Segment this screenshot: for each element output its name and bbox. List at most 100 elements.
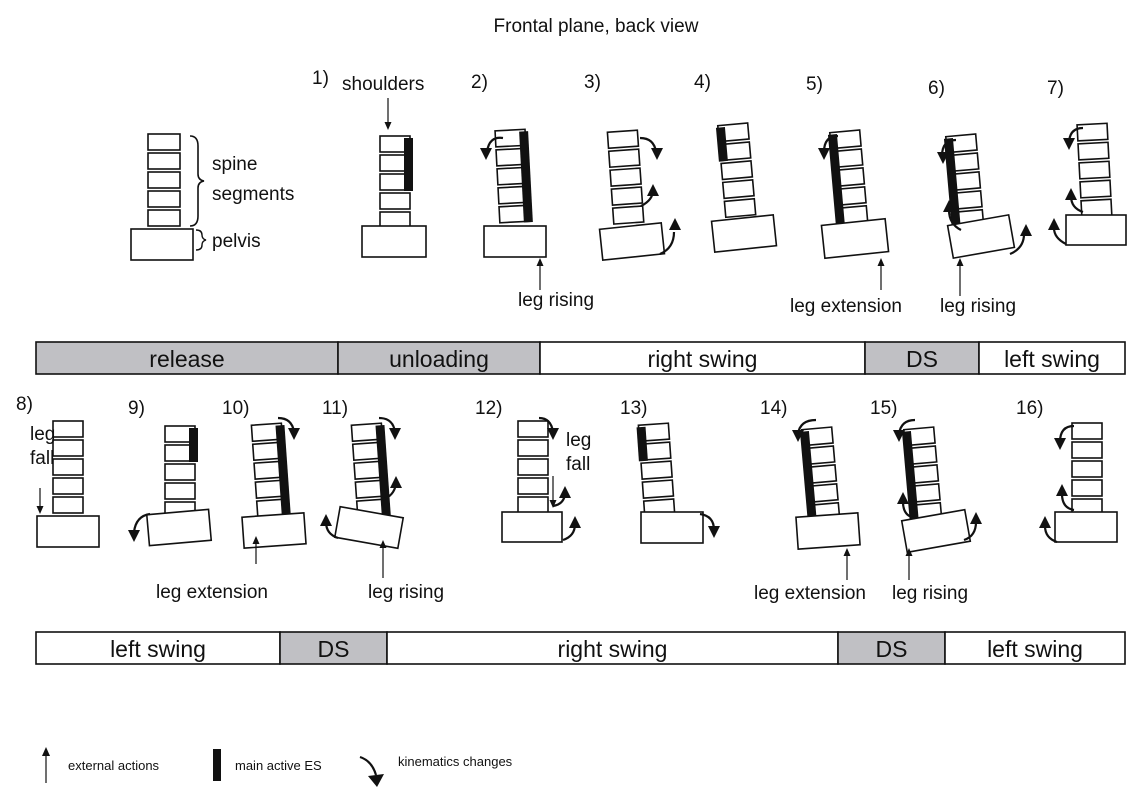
kinematics-arrow: [1009, 233, 1026, 256]
phase-label: DS: [876, 636, 908, 662]
figure-note: leg: [566, 430, 591, 451]
phase-cell: [386, 631, 839, 665]
active-es-bar: [189, 428, 198, 462]
legend-kinematics-arrowhead: [368, 774, 384, 787]
phase-cell: [944, 631, 1126, 665]
spine-label-line2: segments: [212, 184, 294, 205]
spine-segment: [723, 197, 757, 219]
kinematics-arrowhead: [897, 492, 909, 504]
active-es-bar: [901, 431, 919, 523]
schema-segment: [147, 190, 181, 208]
figure-number: 3): [584, 72, 601, 93]
phase-label: release: [149, 346, 224, 372]
kinematics-arrowhead: [893, 430, 905, 442]
spine-segment: [606, 129, 640, 150]
external-action-arrowhead: [379, 540, 387, 548]
figure: 11)leg rising: [320, 398, 444, 603]
kinematics-arrowhead: [389, 428, 401, 440]
kinematics-arrowhead: [1056, 484, 1068, 496]
legend-external-text: external actions: [68, 758, 160, 773]
active-es-bar: [799, 431, 817, 523]
kinematics-arrowhead: [943, 200, 955, 212]
kinematics-arrowhead: [1039, 516, 1051, 528]
kinematics-arrowhead: [569, 516, 581, 528]
pelvis-label: pelvis: [212, 231, 261, 252]
phase-cell: [864, 341, 980, 375]
kinematics-arrow: [1052, 227, 1067, 245]
kinematics-arrowhead: [651, 148, 663, 160]
pelvis: [1054, 511, 1118, 543]
kinematics-arrow: [963, 521, 978, 542]
spine: [350, 422, 391, 518]
external-action-arrowhead: [549, 500, 557, 508]
schema-spine: spine segments pelvis: [130, 133, 294, 261]
spine-segment: [1071, 460, 1103, 478]
figure-number: 9): [128, 398, 145, 419]
spine-segment: [1071, 479, 1103, 497]
schema-segment: [147, 171, 181, 189]
phase-label: right swing: [558, 636, 668, 662]
figure-note: leg extension: [156, 582, 268, 603]
kinematics-arrowhead: [1065, 188, 1077, 200]
spine-segment: [379, 192, 411, 210]
spine-segment: [641, 479, 675, 499]
legend-kinematics-text: kinematics changes: [398, 754, 513, 769]
kinematics-arrowhead: [1020, 224, 1032, 236]
figure: 5)leg extension: [790, 74, 902, 317]
figure: 7): [1047, 78, 1127, 246]
figure-note: leg rising: [892, 583, 968, 604]
spine-segment: [517, 420, 549, 438]
diagram-title: Frontal plane, back view: [494, 16, 699, 37]
pelvis: [598, 221, 666, 262]
legend-es-bar: [213, 749, 221, 781]
figure-note: leg rising: [518, 290, 594, 311]
figure-number: 13): [620, 398, 647, 419]
pelvis: [145, 508, 213, 547]
figure-note: leg extension: [754, 583, 866, 604]
external-action-arrowhead: [956, 258, 964, 266]
pelvis-brace: [195, 229, 207, 251]
external-action-arrowhead: [905, 548, 913, 556]
spine-segment: [609, 167, 642, 188]
figure-number: 14): [760, 398, 787, 419]
spine: [799, 426, 841, 523]
figure-number: 15): [870, 398, 897, 419]
pelvis: [361, 225, 427, 258]
figure-number: 5): [806, 74, 823, 95]
legend-external-arrowhead: [42, 747, 50, 756]
spine: [827, 129, 869, 226]
spine-segment: [517, 439, 549, 457]
kinematics-arrowhead: [1054, 438, 1066, 450]
spine-segment: [1078, 160, 1111, 180]
figure-number: 12): [475, 398, 502, 419]
pelvis: [946, 213, 1016, 260]
pelvis: [640, 511, 704, 544]
external-action-arrowhead: [877, 258, 885, 266]
spine-segment: [1071, 441, 1103, 459]
figure: 14) leg extension: [754, 398, 866, 604]
kinematics-arrow: [901, 501, 916, 520]
spine-segment: [52, 496, 84, 514]
phase-label: left swing: [110, 636, 206, 662]
figure-note: leg rising: [940, 296, 1016, 317]
figure: 1)shoulders: [312, 68, 427, 258]
figure-note: leg rising: [368, 582, 444, 603]
kinematics-arrowhead: [647, 184, 659, 196]
phase-label: right swing: [648, 346, 758, 372]
phase-label: left swing: [987, 636, 1083, 662]
kinematics-arrowhead: [1048, 218, 1060, 230]
spine-segment: [1076, 122, 1109, 142]
spine: [901, 426, 943, 523]
spine-segment: [52, 477, 84, 495]
figure-number: 2): [471, 72, 488, 93]
figure: 13): [620, 398, 720, 544]
pelvis: [241, 512, 307, 549]
figure-number: 1): [312, 68, 329, 89]
phase-label: left swing: [1004, 346, 1100, 372]
spine-segment: [640, 460, 673, 481]
spine-label-line1: spine: [212, 154, 257, 175]
figure-number: 8): [16, 394, 33, 415]
active-es-bar: [943, 138, 961, 230]
